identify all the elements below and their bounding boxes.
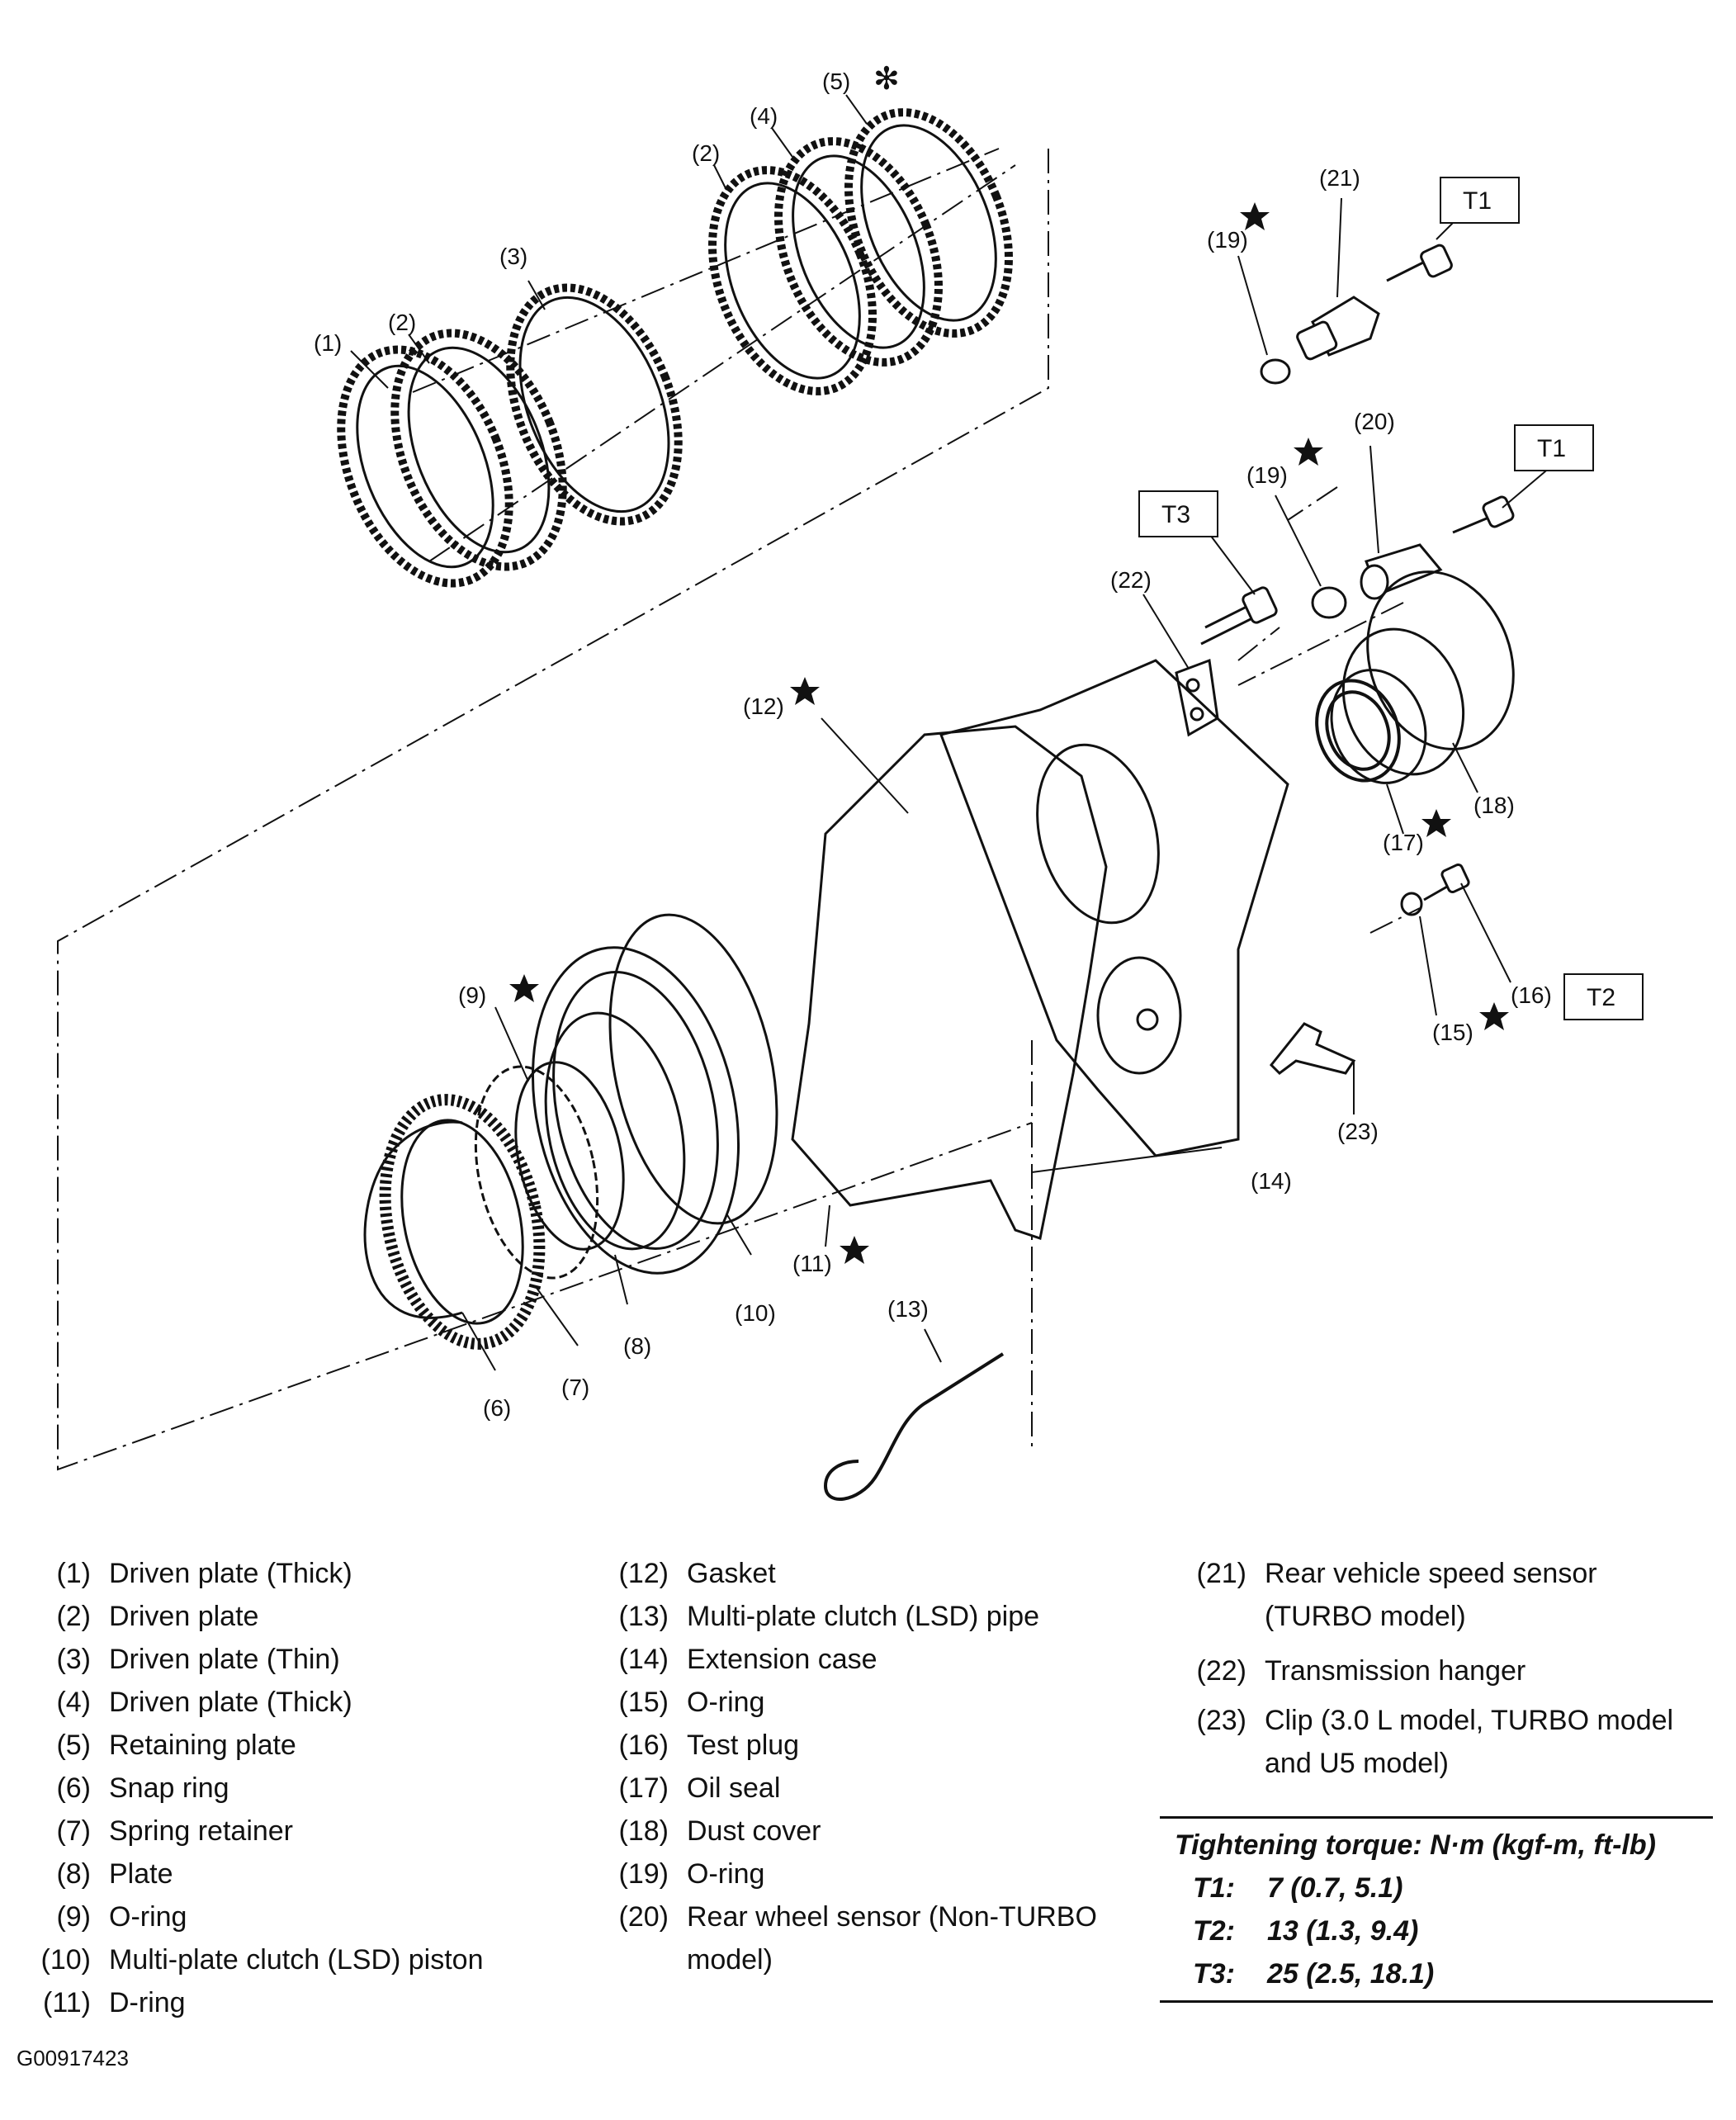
legend-item: (21)Rear vehicle speed sensor (TURBO mod… (1196, 1558, 1597, 1632)
svg-text:T2: T2 (1587, 984, 1615, 1011)
svg-text:T1: T1 (1463, 187, 1492, 215)
legend-column-2: (12)Gasket (13)Multi-plate clutch (LSD) … (594, 1552, 1156, 1981)
legend-item: (18)Dust cover (618, 1815, 821, 1847)
callout-23: (23) (1337, 1119, 1379, 1144)
callout-2b: (2) (692, 140, 720, 166)
o-ring-19b (1311, 586, 1347, 619)
legend-item: (22)Transmission hanger (1196, 1655, 1526, 1687)
driven-plate-2b (708, 166, 877, 395)
legend-item: (7)Spring retainer (56, 1815, 294, 1847)
legend-column-3: (21)Rear vehicle speed sensor (TURBO mod… (1172, 1552, 1734, 1785)
torque-box-t2 (1563, 973, 1644, 1020)
legend-item: (4)Driven plate (Thick) (56, 1687, 352, 1718)
star-17 (1421, 809, 1451, 837)
driven-plate-thin-3 (506, 283, 683, 526)
callout-21: (21) (1319, 165, 1360, 191)
torque-box-t3 (1138, 490, 1218, 537)
callout-16: (16) (1511, 982, 1552, 1008)
asterisk-mark: ✻ (873, 62, 900, 97)
star-15 (1479, 1002, 1509, 1030)
retaining-plate-5 (844, 108, 1013, 338)
callout-20: (20) (1354, 409, 1395, 434)
legend-item: (3)Driven plate (Thin) (56, 1644, 340, 1675)
callout-19a: (19) (1207, 227, 1248, 253)
legend-item: (13)Multi-plate clutch (LSD) pipe (618, 1601, 1040, 1632)
d-ring (608, 913, 778, 1225)
callout-8: (8) (623, 1333, 651, 1359)
legend-item: (8)Plate (56, 1858, 173, 1890)
snap-ring (363, 1120, 463, 1319)
callout-15: (15) (1432, 1020, 1473, 1045)
legend-item: (12)Gasket (618, 1558, 776, 1589)
tightening-torque-table: Tightening torque: N·m (kgf-m, ft-lb) T1… (1160, 1816, 1713, 2003)
callout-12: (12) (743, 693, 784, 719)
test-plug (1423, 863, 1470, 901)
torque-row: T1:7 (0.7, 5.1) (1193, 1872, 1403, 1904)
callout-14: (14) (1251, 1168, 1292, 1194)
legend-item: (16)Test plug (618, 1730, 800, 1761)
callout-4: (4) (750, 103, 778, 129)
legend-item: (19)O-ring (618, 1858, 765, 1890)
dust-cover (1330, 570, 1515, 784)
legend-item: (20)Rear wheel sensor (Non-TURBO model) (618, 1901, 1097, 1976)
legend-item: (14)Extension case (618, 1644, 877, 1675)
star-19a (1240, 202, 1270, 230)
legend-item: (1)Driven plate (Thick) (56, 1558, 352, 1589)
callout-5: (5) (822, 69, 850, 94)
exploded-parts-diagram: (1) (2) (3) (2) (4) (5) (21) (19) (20) (… (57, 62, 1644, 1501)
callout-19b: (19) (1246, 462, 1288, 488)
torque-heading: Tightening torque: N·m (kgf-m, ft-lb) (1175, 1829, 1656, 1861)
callout-2: (2) (388, 310, 416, 335)
legend-item: (2)Driven plate (56, 1601, 259, 1632)
torque-box-t1a (1440, 177, 1520, 224)
svg-text:T1: T1 (1537, 435, 1566, 462)
callout-10: (10) (735, 1300, 776, 1326)
callout-11: (11) (792, 1251, 832, 1276)
torque-row: T3:25 (2.5, 18.1) (1193, 1958, 1435, 1990)
figure-code: G00917423 (17, 2046, 129, 2070)
callout-18: (18) (1473, 793, 1515, 818)
legend-item: (10)Multi-plate clutch (LSD) piston (40, 1944, 484, 1976)
legend-item: (15)O-ring (618, 1687, 765, 1718)
legend-item: (9)O-ring (56, 1901, 187, 1933)
clip (1269, 1022, 1356, 1075)
plate-8 (474, 1065, 599, 1280)
torque-row: T2:13 (1.3, 9.4) (1193, 1915, 1419, 1947)
legend-item: (6)Snap ring (56, 1772, 229, 1804)
callout-22: (22) (1110, 567, 1152, 593)
callout-17: (17) (1383, 830, 1424, 855)
driven-plate-thick-1 (337, 345, 513, 588)
extension-case (939, 659, 1289, 1157)
callout-6: (6) (483, 1395, 511, 1421)
gasket (791, 725, 1108, 1240)
o-ring-19a (1260, 358, 1291, 385)
o-ring-15 (1400, 892, 1423, 916)
legend-item: (17)Oil seal (618, 1772, 781, 1804)
callout-7: (7) (561, 1375, 589, 1400)
torque-box-t1b (1514, 424, 1594, 471)
svg-text:T3: T3 (1161, 501, 1190, 528)
hanger-bolt (1200, 586, 1278, 646)
star-11 (840, 1236, 869, 1264)
callout-3: (3) (499, 244, 527, 269)
lsd-piston (531, 946, 740, 1275)
star-9 (509, 974, 539, 1002)
callout-9: (9) (458, 982, 486, 1008)
callout-1: (1) (314, 330, 342, 356)
spring-retainer (379, 1094, 546, 1350)
star-19b (1294, 438, 1323, 466)
oil-seal (1315, 679, 1401, 783)
driven-plate-thick-4 (774, 137, 943, 367)
rear-vehicle-speed-sensor (1296, 244, 1453, 361)
legend-column-1: (1)Driven plate (Thick) (2)Driven plate … (17, 1552, 578, 2024)
legend-item: (5)Retaining plate (56, 1730, 296, 1761)
legend-item: (23)Clip (3.0 L model, TURBO model and U… (1196, 1705, 1674, 1779)
star-12 (790, 677, 820, 705)
driven-plate-2 (390, 329, 567, 571)
callout-13: (13) (887, 1296, 929, 1322)
legend-item: (11)D-ring (43, 1987, 186, 2018)
rear-wheel-sensor (1360, 495, 1515, 600)
lsd-pipe (823, 1352, 1005, 1501)
